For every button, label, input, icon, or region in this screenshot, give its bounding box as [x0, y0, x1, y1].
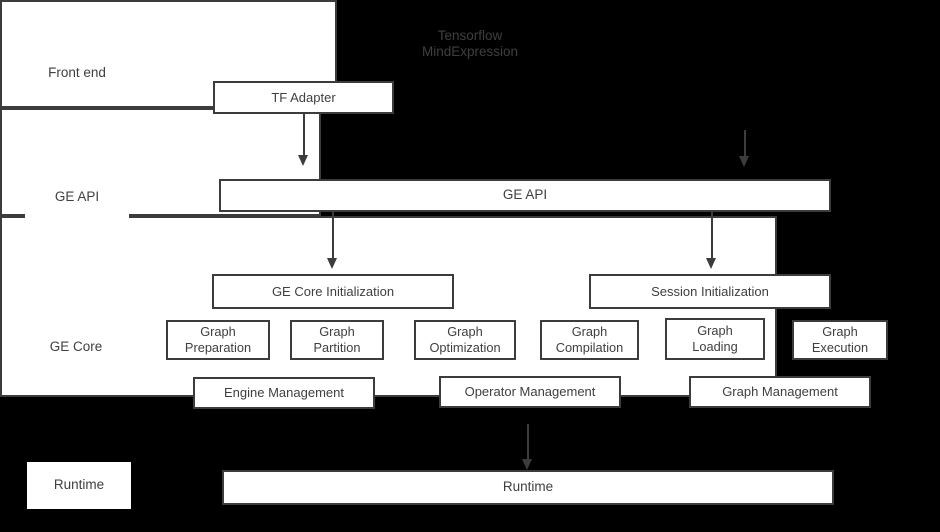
- mindexpression-title: MindExpression: [421, 44, 519, 59]
- engine-management-node[interactable]: Engine Management: [193, 377, 375, 409]
- graph-management-node[interactable]: Graph Management: [689, 376, 871, 408]
- arrowhead-ge-api-to-core-init: [327, 258, 337, 269]
- arrowhead-ge-core-to-runtime: [522, 459, 532, 470]
- tier-label-ge-api: GE API: [25, 175, 129, 220]
- session-initialization-node[interactable]: Session Initialization: [589, 274, 831, 309]
- ge-core-initialization-node[interactable]: GE Core Initialization: [212, 274, 454, 309]
- arrowhead-tf-adapter-to-ge-api: [298, 155, 308, 166]
- runtime-bar[interactable]: Runtime: [222, 470, 834, 505]
- connector-ge-api-to-session-init: [711, 212, 713, 260]
- connector-tf-adapter-to-ge-api: [303, 114, 305, 157]
- tensorflow-title: Tensorflow: [437, 28, 503, 43]
- graph-optimization-node[interactable]: Graph Optimization: [414, 320, 516, 360]
- tf-adapter-node[interactable]: TF Adapter: [213, 81, 394, 114]
- arrowhead-mindexpression-to-ge-api: [739, 156, 749, 167]
- connector-mindexpression-to-ge-api: [744, 130, 746, 158]
- graph-partition-node[interactable]: Graph Partition: [290, 320, 384, 360]
- operator-management-node[interactable]: Operator Management: [439, 376, 621, 408]
- graph-preparation-node[interactable]: Graph Preparation: [166, 320, 270, 360]
- tier-label-runtime: Runtime: [27, 462, 131, 509]
- graph-compilation-node[interactable]: Graph Compilation: [540, 320, 639, 360]
- connector-ge-core-to-runtime: [527, 424, 529, 461]
- arrowhead-ge-api-to-session-init: [706, 258, 716, 269]
- graph-execution-node[interactable]: Graph Execution: [792, 320, 888, 360]
- tier-label-ge-core: GE Core: [25, 324, 127, 370]
- connector-ge-api-to-core-init: [332, 212, 334, 260]
- graph-loading-node[interactable]: Graph Loading: [665, 318, 765, 360]
- ge-api-bar[interactable]: GE API: [219, 179, 831, 212]
- tier-label-front-end: Front end: [25, 50, 129, 97]
